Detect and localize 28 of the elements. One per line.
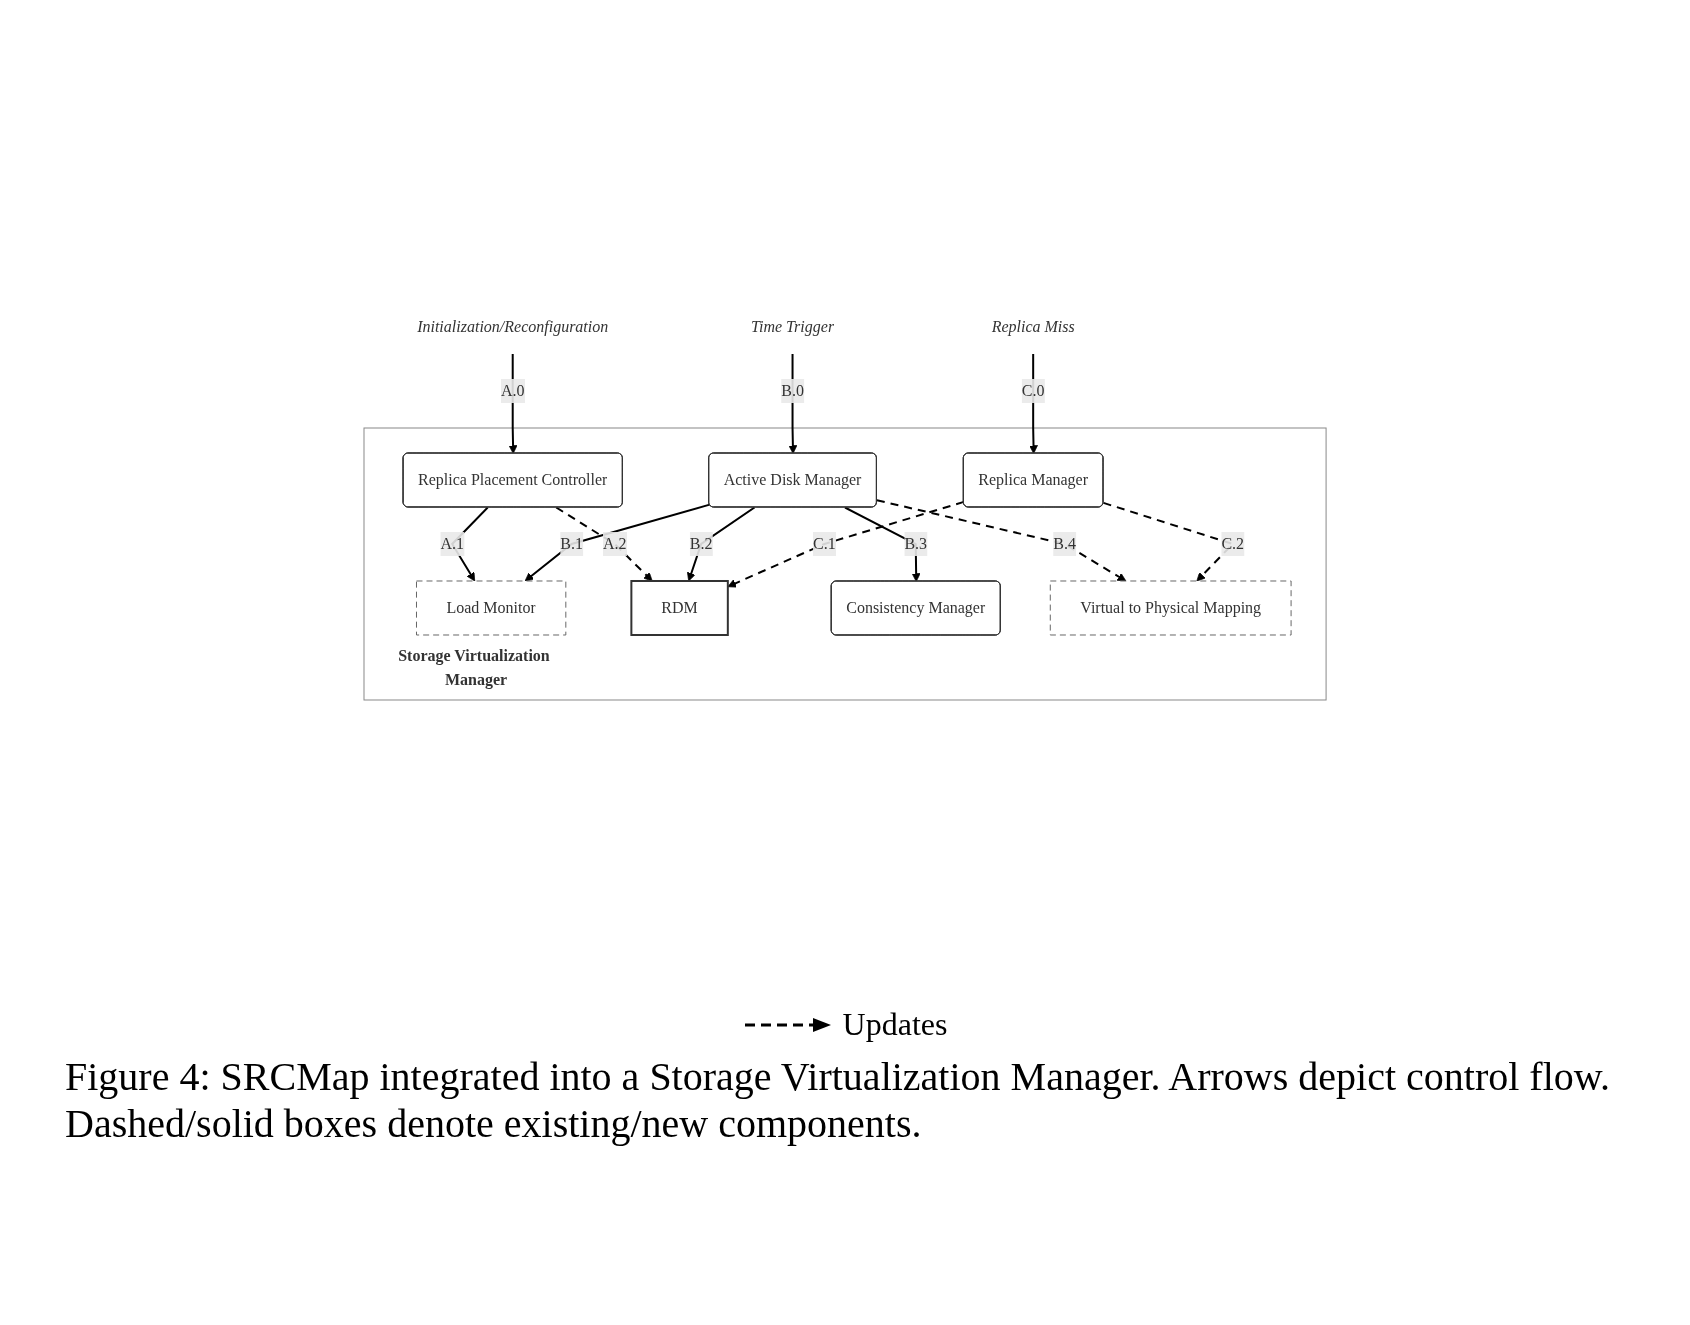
- arrow: [843, 506, 921, 582]
- arrow: [788, 353, 798, 454]
- edge-label: B.2: [689, 535, 713, 552]
- arrow: [875, 499, 1127, 582]
- edge-label: B.0: [781, 382, 804, 399]
- node-box: Virtual to Physical Mapping: [1049, 580, 1292, 636]
- edge-label: C.2: [1221, 535, 1244, 552]
- node-text: Replica Miss: [991, 318, 1075, 335]
- edge-label: B.4: [1053, 535, 1076, 552]
- legend-label: Updates: [842, 1006, 948, 1043]
- edge-label: C.0: [1021, 382, 1045, 399]
- arrow: [524, 503, 711, 582]
- edge-label: A.2: [602, 535, 627, 552]
- edge-label: B.3: [904, 535, 928, 552]
- arrow: [508, 353, 518, 454]
- edge-label: A.1: [440, 535, 464, 552]
- arrow: [727, 500, 965, 588]
- edge-label: B.1: [560, 535, 583, 552]
- node-box: RDM: [630, 580, 729, 636]
- arrow: [555, 506, 653, 582]
- arrow: [1029, 353, 1038, 454]
- figure-caption: Figure 4: SRCMap integrated into a Storage Virtualization Manager. Arrows depict control flow. Dashed/solid boxes denote existing/new components.: [65, 1053, 1612, 1147]
- node-text: Initialization/Reconfiguration: [417, 318, 609, 335]
- edge-label: A.0: [500, 382, 525, 399]
- edge-label: C.1: [812, 535, 836, 552]
- node-box: Load Monitor: [415, 580, 567, 636]
- arrow: [687, 506, 756, 582]
- node-text: Time Trigger: [750, 318, 835, 335]
